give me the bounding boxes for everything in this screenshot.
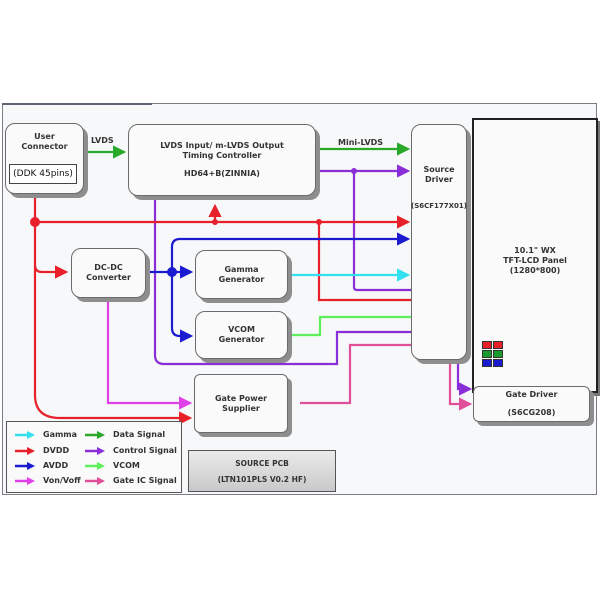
gate-driver-label: Gate Driver (505, 390, 558, 399)
gate-ic-signal-arrow-icon (85, 476, 105, 485)
wire-gate-ic (300, 343, 473, 411)
mini-lvds-label: Mini-LVDS (338, 138, 384, 147)
tcon-title: LVDS Input/ m-LVDS Output (160, 141, 284, 150)
source-pcb-label: SOURCE PCB (LTN101PLS V0.2 HF) (188, 450, 336, 492)
vcom-generator-block: VCOM Generator (195, 311, 288, 359)
legend-item-gamma: Gamma (15, 430, 77, 439)
gate-power-label-2: Supplier (222, 403, 260, 413)
pixel-red-1 (482, 341, 492, 349)
wire-vcom (290, 310, 469, 337)
gate-power-supplier-block: Gate Power Supplier (194, 374, 288, 433)
legend-item-dvdd: DVDD (15, 446, 69, 455)
dcdc-label: DC-DC (94, 263, 123, 272)
von-voff-arrow-icon (15, 476, 35, 485)
frame-accent-bar (2, 103, 152, 105)
gate-power-label: Gate Power (214, 393, 268, 403)
pcb-model: (LTN101PLS V0.2 HF) (217, 474, 307, 484)
user-connector-label: User (34, 132, 55, 141)
legend-item-gate-ic-signal: Gate IC Signal (85, 476, 177, 485)
legend-label: VCOM (113, 461, 140, 470)
legend-label: Von/Voff (43, 476, 81, 485)
source-driver-label-2: Driver (425, 175, 453, 184)
wire-avdd-source (170, 232, 411, 272)
control-signal-arrow-icon (85, 446, 105, 455)
junction-dvdd-panel (316, 219, 322, 225)
data-signal-arrow-icon (85, 430, 105, 439)
wire-control-gate (352, 171, 469, 297)
legend-item-control-signal: Control Signal (85, 446, 177, 455)
source-driver-block: Source Driver (S6CF177X01) (411, 124, 467, 360)
legend-label: Gate IC Signal (113, 476, 177, 485)
legend-label: DVDD (43, 446, 70, 455)
legend-label: Control Signal (113, 446, 177, 455)
pixel-red-2 (493, 341, 503, 349)
dcdc-converter-block: DC-DC Converter (71, 248, 146, 298)
vcom-arrow-icon (85, 461, 105, 470)
legend-item-vcom: VCOM (85, 461, 140, 470)
wire-dvdd-dcdc (33, 222, 69, 279)
legend-item-data-signal: Data Signal (85, 430, 165, 439)
panel-resolution: (1280*800) (509, 266, 561, 275)
timing-controller-block: LVDS Input/ m-LVDS Output Timing Control… (128, 124, 316, 196)
source-driver-part: (S6CF177X01) (411, 202, 467, 210)
lvds-label: LVDS (91, 136, 114, 145)
avdd-arrow-icon (15, 461, 35, 470)
gamma-arrow-icon (15, 430, 35, 439)
gamma-label-2: Generator (218, 274, 265, 284)
gate-driver-part: (S6CG208) (507, 408, 556, 417)
pixel-blue-2 (493, 359, 503, 367)
legend-label: Gamma (43, 430, 78, 439)
vcom-label: VCOM (228, 325, 255, 334)
connector-part-label: (DDK 45pins) (9, 164, 77, 184)
gamma-label: Gamma (224, 264, 259, 274)
vcom-label-2: Generator (218, 335, 265, 344)
legend-label: AVDD (43, 461, 69, 470)
source-driver-label: Source (423, 165, 455, 174)
junction-dvdd-left (30, 217, 40, 227)
legend: Gamma DVDD AVDD Von/Voff Data Signal Con… (6, 421, 182, 493)
gamma-generator-block: Gamma Generator (195, 250, 288, 299)
junction-avdd (167, 267, 177, 277)
dcdc-label-2: Converter (86, 273, 131, 282)
wire-control-loop (153, 197, 473, 396)
junction-dvdd-tcon (212, 219, 218, 225)
tcon-part: HD64+B(ZINNIA) (184, 169, 260, 178)
legend-item-von-voff: Von/Voff (15, 476, 81, 485)
tcon-subtitle: Timing Controller (182, 151, 262, 160)
wire-von-voff (106, 300, 193, 410)
pcb-title: SOURCE PCB (235, 458, 289, 468)
legend-label: Data Signal (113, 430, 166, 439)
gate-driver-block: Gate Driver (S6CG208) (473, 386, 590, 422)
pixel-blue-1 (482, 359, 492, 367)
pixel-green-1 (482, 350, 492, 358)
panel-type: TFT-LCD Panel (503, 256, 567, 265)
junction-control (351, 168, 357, 174)
panel-size: 10.1" WX (514, 246, 556, 255)
user-connector-label-2: Connector (21, 142, 68, 151)
dvdd-arrow-icon (15, 446, 35, 455)
legend-item-avdd: AVDD (15, 461, 68, 470)
wire-avdd-vcom (170, 272, 194, 343)
pixel-green-2 (493, 350, 503, 358)
wire-dvdd-gatepower (33, 265, 193, 425)
